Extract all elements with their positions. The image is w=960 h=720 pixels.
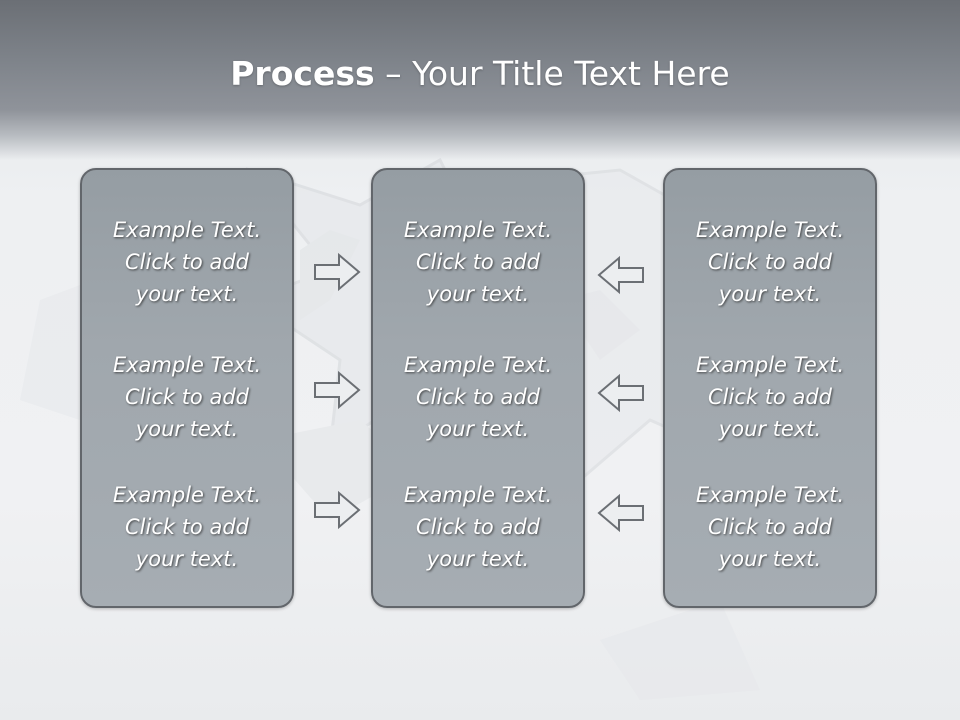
text-line: Click to add (124, 515, 249, 539)
right-arrow-icon (314, 370, 361, 410)
left-arrow-icon (597, 255, 644, 295)
text-line: Example Text. (695, 218, 845, 242)
text-line: Click to add (124, 385, 249, 409)
text-block[interactable]: Example Text. Click to add your text. (82, 479, 292, 575)
text-line: Click to add (415, 385, 540, 409)
text-block[interactable]: Example Text. Click to add your text. (665, 214, 875, 310)
text-block[interactable]: Example Text. Click to add your text. (665, 479, 875, 575)
text-line: your text. (135, 547, 239, 571)
text-line: Click to add (415, 515, 540, 539)
process-box-middle[interactable]: Example Text. Click to add your text. Ex… (371, 168, 585, 608)
text-line: your text. (135, 417, 239, 441)
title-rest: – Your Title Text Here (374, 54, 730, 93)
right-arrow-icon (314, 252, 361, 292)
text-line: Example Text. (695, 483, 845, 507)
text-line: Example Text. (112, 483, 262, 507)
text-line: Click to add (707, 250, 832, 274)
text-line: Click to add (707, 385, 832, 409)
text-line: Example Text. (403, 483, 553, 507)
text-line: Click to add (124, 250, 249, 274)
process-box-right[interactable]: Example Text. Click to add your text. Ex… (663, 168, 877, 608)
text-line: your text. (426, 417, 530, 441)
text-line: your text. (718, 547, 822, 571)
text-line: your text. (426, 547, 530, 571)
text-line: your text. (135, 282, 239, 306)
text-block[interactable]: Example Text. Click to add your text. (373, 214, 583, 310)
text-block[interactable]: Example Text. Click to add your text. (373, 349, 583, 445)
text-block[interactable]: Example Text. Click to add your text. (82, 214, 292, 310)
text-line: your text. (718, 282, 822, 306)
slide-title[interactable]: Process – Your Title Text Here (0, 52, 960, 96)
text-block[interactable]: Example Text. Click to add your text. (665, 349, 875, 445)
text-block[interactable]: Example Text. Click to add your text. (82, 349, 292, 445)
text-line: your text. (718, 417, 822, 441)
title-band (0, 0, 960, 160)
left-arrow-icon (597, 493, 644, 533)
process-box-left[interactable]: Example Text. Click to add your text. Ex… (80, 168, 294, 608)
text-line: your text. (426, 282, 530, 306)
text-block[interactable]: Example Text. Click to add your text. (373, 479, 583, 575)
right-arrow-icon (314, 490, 361, 530)
text-line: Example Text. (112, 353, 262, 377)
title-bold: Process (230, 54, 375, 93)
text-line: Example Text. (112, 218, 262, 242)
text-line: Click to add (415, 250, 540, 274)
text-line: Example Text. (403, 218, 553, 242)
text-line: Example Text. (695, 353, 845, 377)
left-arrow-icon (597, 373, 644, 413)
text-line: Example Text. (403, 353, 553, 377)
text-line: Click to add (707, 515, 832, 539)
